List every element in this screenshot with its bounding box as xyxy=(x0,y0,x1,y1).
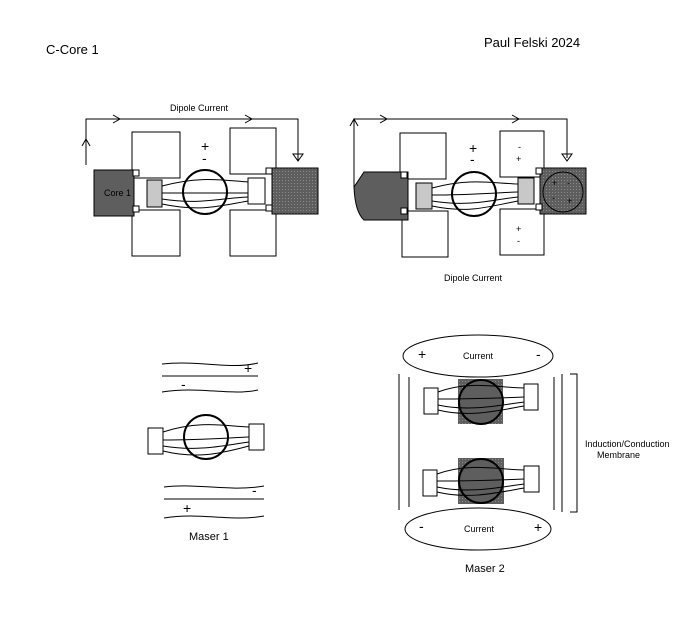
membrane-label: Induction/Conduction xyxy=(585,439,670,449)
magnet-box-top-left xyxy=(399,132,447,180)
connector-square xyxy=(265,204,273,212)
magnet-box-bottom-right xyxy=(229,209,277,257)
membrane-line xyxy=(161,389,259,393)
core-1-block xyxy=(93,169,135,217)
sign: + xyxy=(516,154,521,164)
maser-2-diagram: Current + - Induction/Conduction Membran… xyxy=(398,334,670,575)
dipole-current-label: Dipole Current xyxy=(170,103,229,113)
current-ellipse-top xyxy=(402,334,554,378)
arrow-right-icon xyxy=(244,114,254,124)
core-sign: + xyxy=(567,196,572,206)
sign-minus: - xyxy=(419,518,424,534)
magnet-box-top-right xyxy=(229,127,277,175)
field-lines xyxy=(437,384,525,414)
coupler-left xyxy=(422,469,438,497)
page-title: C-Core 1 xyxy=(46,42,99,57)
connector-square xyxy=(400,207,408,215)
current-label-top: Current xyxy=(463,351,494,361)
arrow-down-icon xyxy=(292,153,304,162)
dipole-current-label: Dipole Current xyxy=(444,273,503,283)
sign-minus: - xyxy=(202,150,207,166)
sign: - xyxy=(518,142,521,152)
coupler-right xyxy=(247,177,266,205)
arrow-up-icon xyxy=(349,117,359,127)
core-sign: - xyxy=(567,178,570,188)
magnet-box-bottom-left xyxy=(131,209,181,257)
maser-1-caption: Maser 1 xyxy=(189,531,229,543)
magnet-box-bottom-left xyxy=(401,210,449,258)
coupler-left xyxy=(415,182,433,210)
maser-2-caption: Maser 2 xyxy=(465,563,505,575)
membrane-line xyxy=(161,362,259,367)
membrane-bracket xyxy=(570,373,578,513)
ccore-diagram-2: + - - + + - - + + - Dipole Current xyxy=(349,114,587,283)
resonator-ring xyxy=(451,171,497,217)
sign-plus: + xyxy=(183,500,191,516)
resonator-ring xyxy=(183,414,229,460)
sign-plus: + xyxy=(418,346,426,362)
maser-1-diagram: + - - + Maser 1 xyxy=(147,360,265,543)
coupler-right xyxy=(517,177,535,205)
arrow-right-icon xyxy=(112,114,122,124)
sign-plus: + xyxy=(469,140,477,156)
sign-plus: + xyxy=(244,360,252,376)
arrow-right-icon xyxy=(379,114,389,124)
membrane-line xyxy=(163,515,265,519)
sign-minus: - xyxy=(252,482,257,498)
field-lines xyxy=(162,424,250,456)
coupler-left xyxy=(146,179,163,208)
core-block-left xyxy=(353,171,409,221)
pole-block-right xyxy=(539,167,587,215)
core-sign: + xyxy=(552,178,557,188)
sign-plus: + xyxy=(201,138,209,154)
coupler-right xyxy=(523,465,540,493)
current-ellipse-bottom xyxy=(404,507,552,551)
connector-square xyxy=(535,203,543,211)
core-sign: - xyxy=(552,193,555,203)
pole-block-right xyxy=(271,167,319,215)
dipole-current-loop xyxy=(85,118,299,165)
connector-square xyxy=(132,169,140,177)
coupler-right xyxy=(523,383,539,411)
arrow-up-icon xyxy=(81,137,91,147)
sign-minus: - xyxy=(536,346,541,362)
field-lines xyxy=(431,181,519,210)
membrane-line xyxy=(163,485,265,489)
connector-square xyxy=(400,171,408,179)
connector-square xyxy=(535,167,543,175)
sign-minus: - xyxy=(181,376,186,392)
dipole-current-loop xyxy=(353,118,568,187)
sign: + xyxy=(516,224,521,234)
arrow-down-icon xyxy=(561,153,573,162)
ccore-diagram-1: Dipole Current Core 1 + - xyxy=(81,103,319,257)
field-lines xyxy=(436,466,525,496)
resonator-ring xyxy=(182,169,228,215)
sign: - xyxy=(517,236,520,246)
core-1-label: Core 1 xyxy=(104,188,131,198)
coupler-left xyxy=(147,427,164,455)
core-ring xyxy=(542,171,584,213)
coupler-left xyxy=(423,387,439,415)
magnet-box-bottom-right xyxy=(499,208,545,256)
arrow-right-icon xyxy=(511,114,521,124)
current-label-bottom: Current xyxy=(464,524,495,534)
field-lines xyxy=(161,179,249,209)
coupler-right xyxy=(248,423,265,451)
author-credit: Paul Felski 2024 xyxy=(484,35,580,50)
connector-square xyxy=(265,167,273,175)
magnet-box-top-left xyxy=(131,131,181,179)
membrane-label: Membrane xyxy=(597,450,640,460)
sign-plus: + xyxy=(534,519,542,535)
connector-square xyxy=(132,205,140,213)
sign-minus: - xyxy=(470,151,475,167)
